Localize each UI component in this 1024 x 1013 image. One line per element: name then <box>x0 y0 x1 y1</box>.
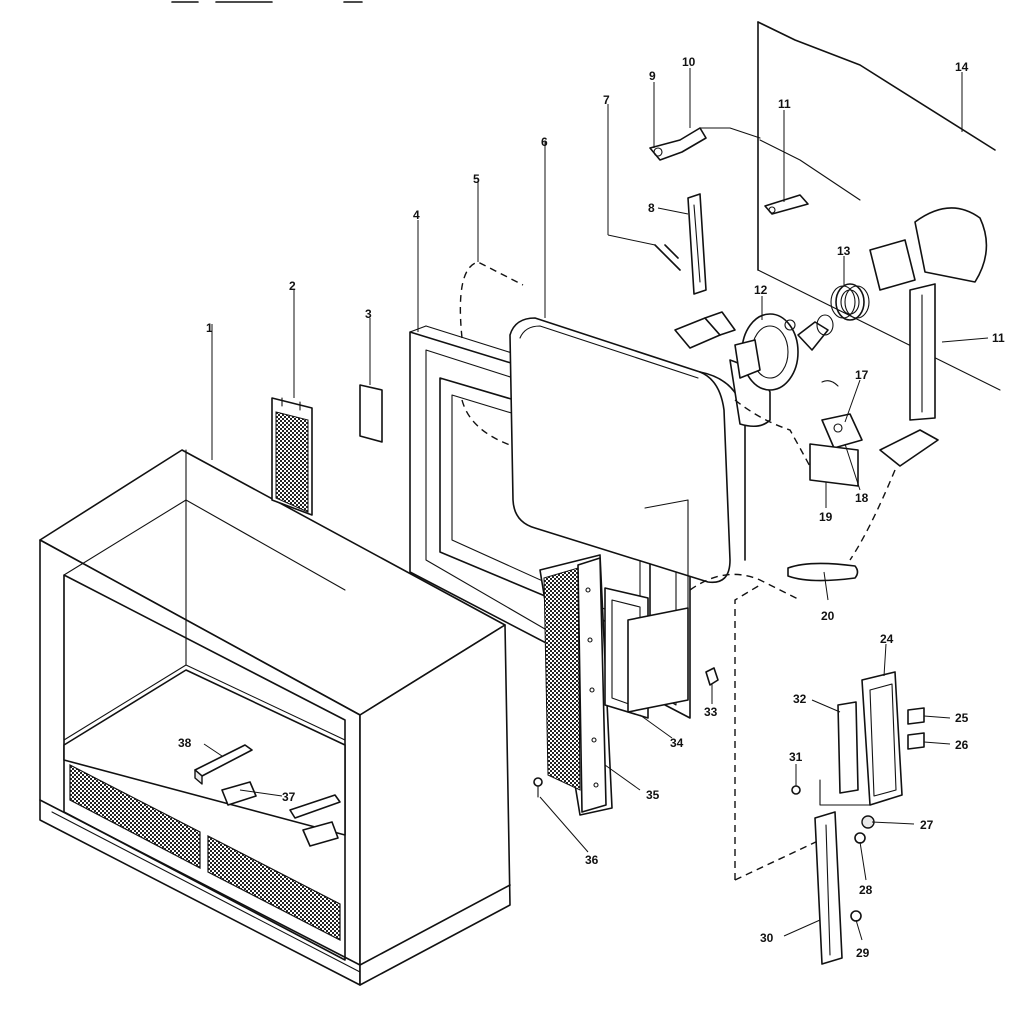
callout-25: 25 <box>955 711 969 725</box>
callout-6: 6 <box>541 135 548 149</box>
callout-labels: 1 2 3 4 5 6 7 8 9 10 11 11 12 13 14 17 1… <box>178 55 1005 960</box>
callout-30: 30 <box>760 931 774 945</box>
clip <box>705 667 719 686</box>
side-grille-panel <box>271 397 313 516</box>
callout-31: 31 <box>789 750 803 764</box>
leader-lines <box>203 68 989 941</box>
callout-27: 27 <box>920 818 934 832</box>
callout-37: 37 <box>282 790 296 804</box>
callout-24: 24 <box>880 632 894 646</box>
callout-35: 35 <box>646 788 660 802</box>
callout-8: 8 <box>648 201 655 215</box>
callout-28: 28 <box>859 883 873 897</box>
callout-26: 26 <box>955 738 969 752</box>
callout-17: 17 <box>855 368 869 382</box>
callout-7: 7 <box>603 93 610 107</box>
wire-strap <box>787 562 859 582</box>
callout-33: 33 <box>704 705 718 719</box>
small-panel <box>359 384 383 443</box>
callout-9: 9 <box>649 69 656 83</box>
callout-32: 32 <box>793 692 807 706</box>
callout-14: 14 <box>955 60 969 74</box>
linkage-arm <box>649 127 761 161</box>
callout-11-right: 11 <box>992 331 1005 345</box>
bracket-assembly <box>809 380 863 487</box>
callout-29: 29 <box>856 946 870 960</box>
callout-18: 18 <box>855 491 869 505</box>
callout-34: 34 <box>670 736 684 750</box>
neck-coil <box>816 283 870 336</box>
side-frame-panels <box>604 499 689 719</box>
callout-12: 12 <box>754 283 768 297</box>
upper-bracket <box>654 193 736 349</box>
callout-36: 36 <box>585 853 599 867</box>
front-grille-panel <box>539 554 613 816</box>
callout-2: 2 <box>289 279 296 293</box>
screw-36 <box>533 777 543 798</box>
callout-13: 13 <box>837 244 851 258</box>
callout-4: 4 <box>413 208 420 222</box>
callout-19: 19 <box>819 510 833 524</box>
callout-3: 3 <box>365 307 372 321</box>
cabinet <box>39 449 511 986</box>
back-rod-assembly <box>757 21 1001 467</box>
callout-38: 38 <box>178 736 192 750</box>
callout-11-top: 11 <box>778 97 791 111</box>
control-board <box>791 671 925 806</box>
callout-1: 1 <box>206 321 213 335</box>
callout-20: 20 <box>821 609 835 623</box>
callout-5: 5 <box>473 172 480 186</box>
callout-10: 10 <box>682 55 696 69</box>
dashed-wiring <box>459 261 896 881</box>
deflection-yoke <box>734 313 829 391</box>
